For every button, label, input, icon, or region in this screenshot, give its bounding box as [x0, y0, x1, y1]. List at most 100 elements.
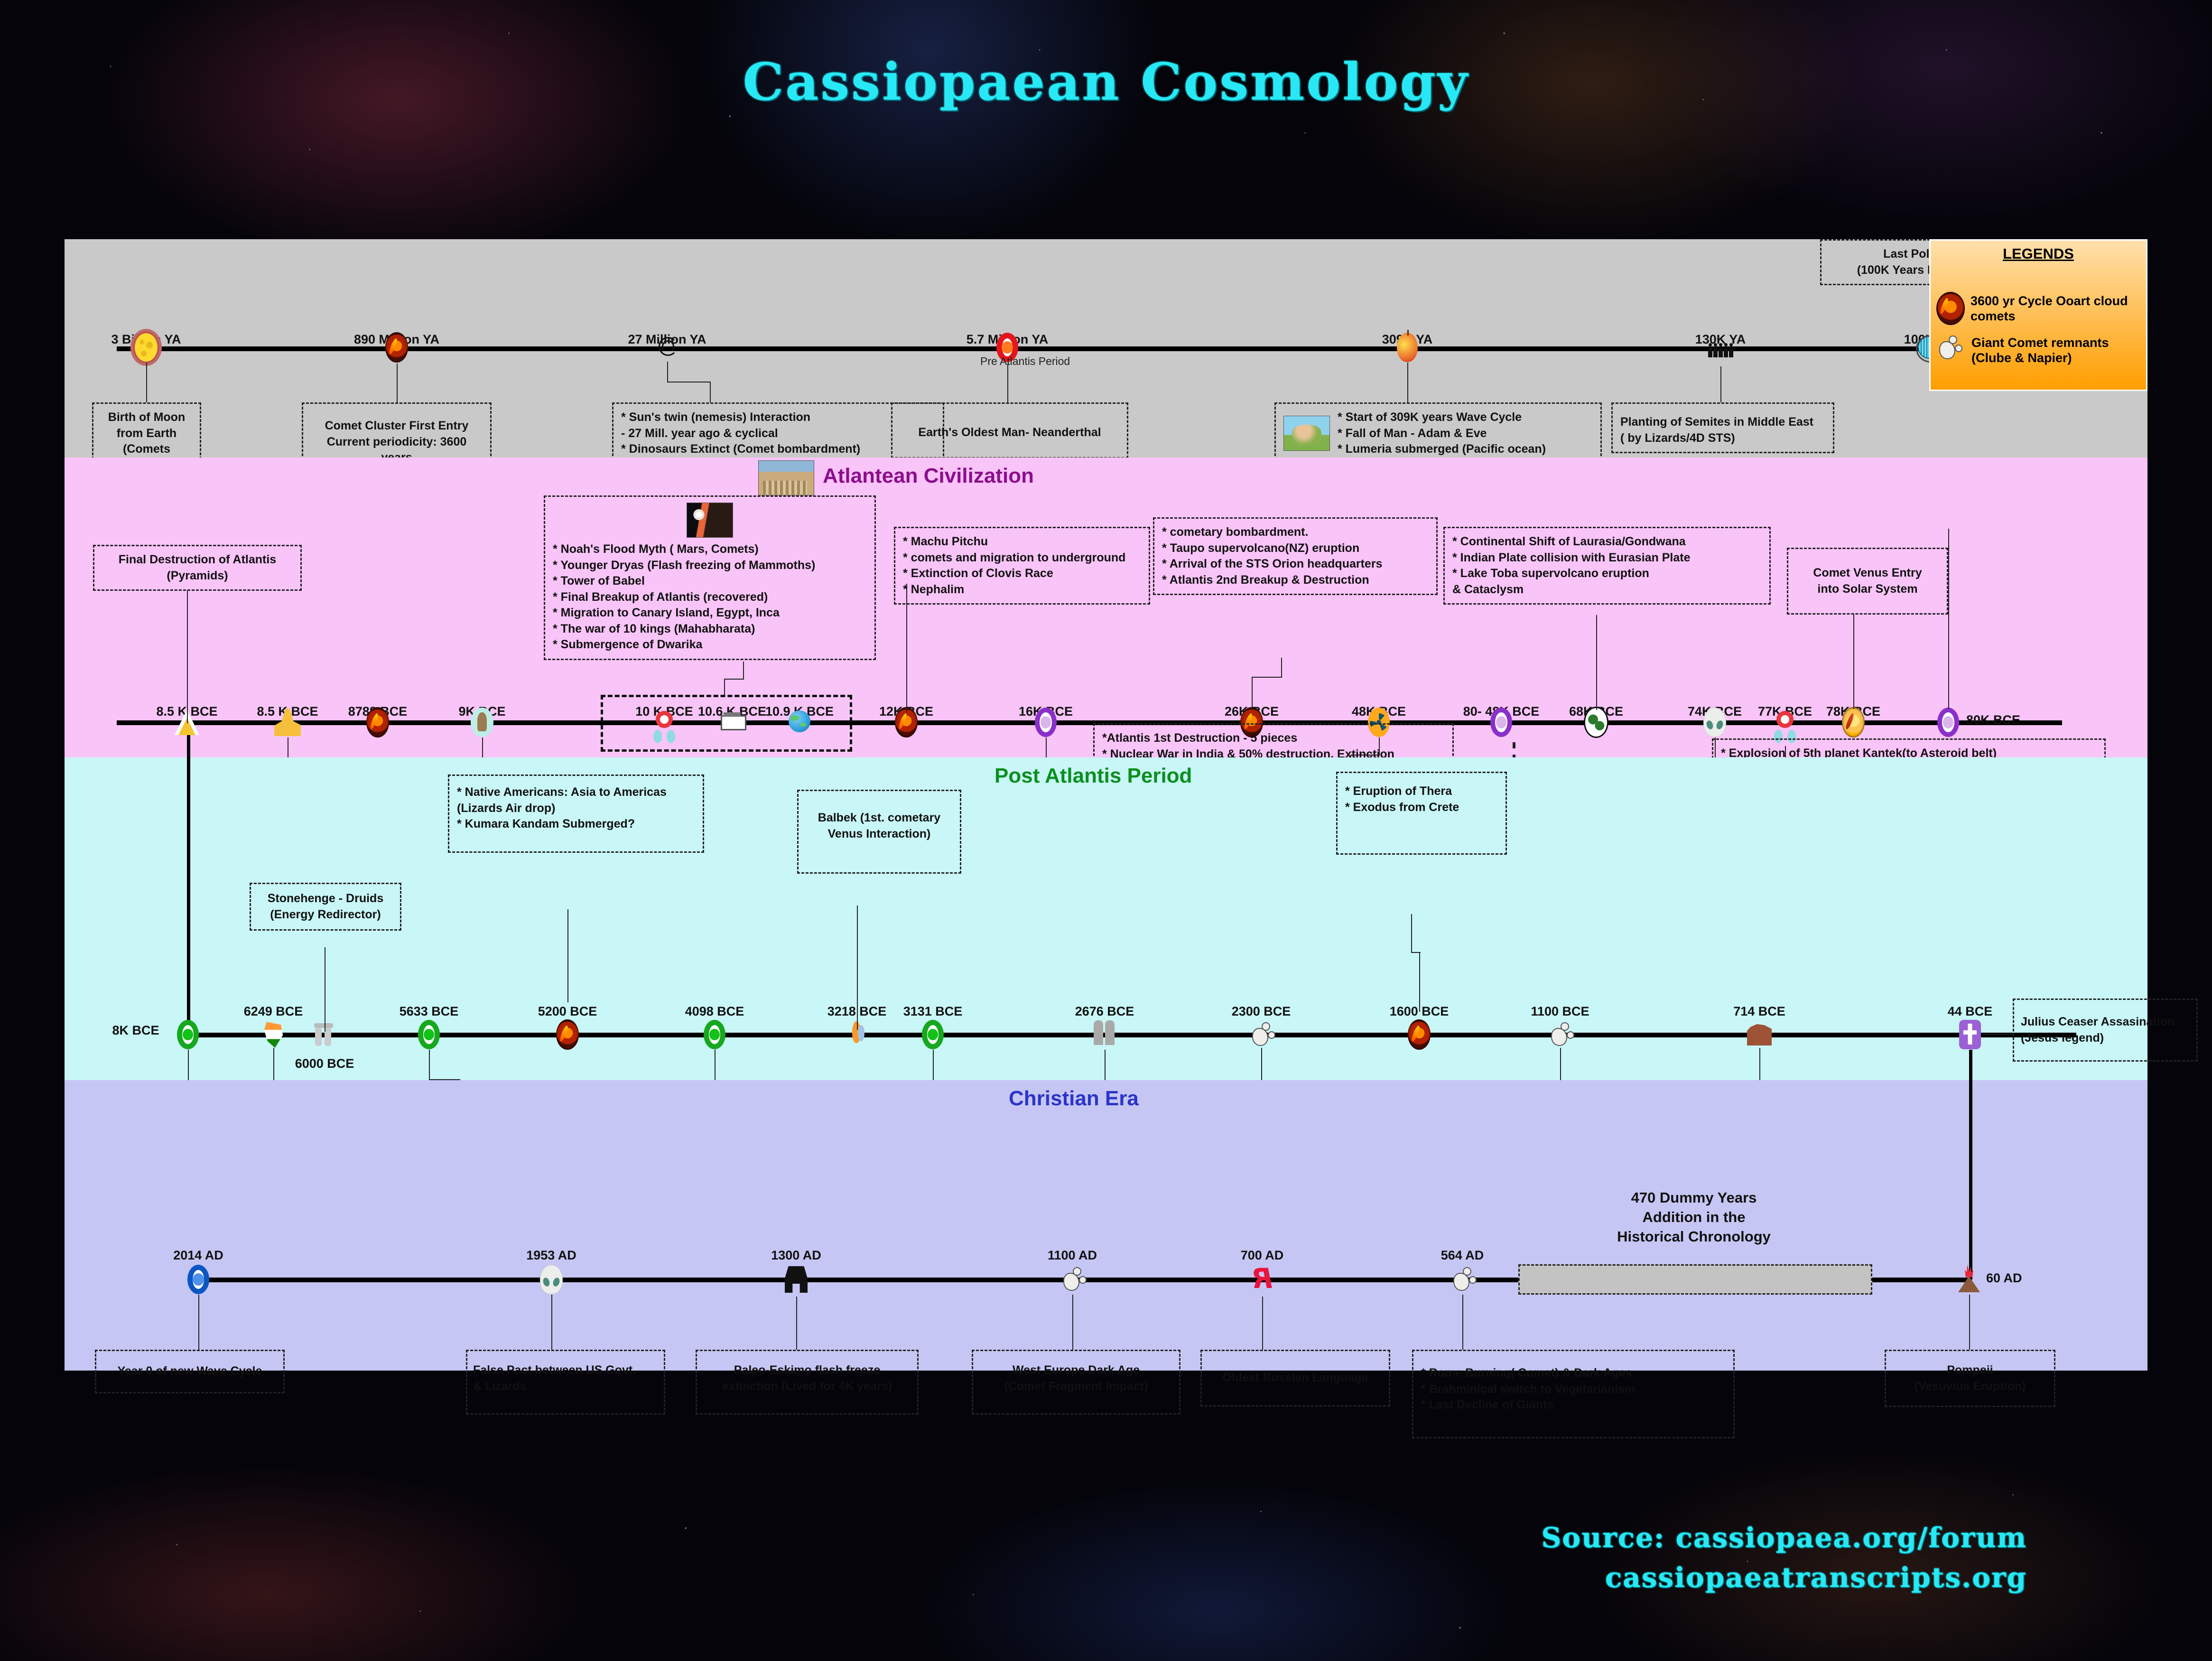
green-ring-icon — [418, 1020, 440, 1049]
blue-ring-icon — [187, 1265, 209, 1294]
leader-line — [667, 382, 710, 383]
leader-line — [187, 590, 188, 723]
spiral-icon — [656, 335, 678, 360]
sphinx-icon — [274, 709, 301, 736]
leader-line — [1853, 614, 1854, 709]
info-box-rome-burning: * Rome Burning( Comet) & Dark Ages * Bra… — [1412, 1350, 1735, 1438]
leader-line — [1261, 1048, 1262, 1101]
comet-icon — [1408, 1019, 1431, 1050]
leader-line — [429, 1050, 430, 1079]
legend-panel: LEGENDS 3600 yr Cycle Ooart cloud comets… — [1929, 239, 2147, 391]
info-box-pompeii: Pompeii (Vesuvius Eruption) — [1885, 1350, 2055, 1407]
leader-line — [1072, 1295, 1073, 1350]
leader-line — [796, 1297, 797, 1350]
leader-line — [906, 584, 907, 712]
green-ring-icon — [922, 1020, 944, 1049]
comet-remnant-icon — [1936, 335, 1966, 366]
tick-label-80k-bce: 80K BCE — [1966, 713, 2021, 727]
comet-icon — [895, 707, 918, 737]
info-box-oldest-man: Earth's Oldest Man- Neanderthal — [891, 402, 1128, 458]
venus-comet-icon — [847, 1021, 866, 1048]
leader-line — [1281, 658, 1282, 678]
earth-icon — [1584, 707, 1608, 738]
band-christian-era: Christian Era 2014 AD Year 0 of new Wave… — [65, 1080, 2147, 1438]
info-box-julius-caesar: Julius Ceaser Assasination (Jesus legend… — [2013, 998, 2198, 1062]
timeline-axis-pre — [117, 346, 2042, 351]
info-box-false-pact: False Pact between US Govt. & Lizards — [466, 1350, 665, 1415]
leader-line — [743, 662, 744, 679]
info-box-year-zero: Year 0 of new Wave Cycle — [95, 1350, 285, 1393]
adam-and-eve-image — [1283, 416, 1330, 451]
page-title: Cassiopaean Cosmology — [743, 52, 1469, 112]
comet-remnant-icon — [1548, 1021, 1572, 1048]
planet-icon — [789, 710, 810, 732]
duo-icon — [653, 728, 675, 745]
timeline-axis-atlantean — [117, 720, 2062, 725]
leader-line — [1596, 615, 1597, 710]
band-pre-atlantis: 3 Billion YA Birth of Moon from Earth (C… — [65, 239, 2147, 480]
leader-line — [146, 363, 147, 402]
leader-line — [397, 364, 398, 403]
legend-heading: LEGENDS — [2003, 245, 2074, 262]
moai-icon — [471, 708, 493, 737]
comet-photo — [687, 503, 733, 538]
alien-icon — [540, 1265, 563, 1294]
tower-icon — [1092, 1019, 1117, 1046]
leader-line — [198, 1295, 199, 1350]
grouped-events-bracket — [601, 695, 852, 752]
christian-era-heading: Christian Era — [1009, 1087, 1139, 1110]
info-box-native-americans: * Native Americans: Asia to Americas (Li… — [448, 775, 704, 853]
coliseum-icon — [1747, 1022, 1772, 1045]
info-box-oldest-russian: Oldest Russian Language — [1200, 1350, 1390, 1407]
info-box-comet-venus-entry: Comet Venus Entry into Solar System — [1787, 548, 1948, 615]
tick-label-60-ad: 60 AD — [1986, 1271, 2022, 1285]
era-divider-line — [187, 720, 190, 757]
leader-line — [1982, 1034, 2013, 1035]
band-atlantean-civilization: Atlantean Civilization 8.5 K BCE Final D… — [65, 457, 2147, 914]
pre-atlantis-inline-label: Pre Atlantis Period — [980, 355, 1070, 367]
leader-line — [1262, 1297, 1263, 1350]
atlantean-heading: Atlantean Civilization — [823, 464, 1034, 487]
leader-line — [1948, 529, 1949, 709]
temple-icon — [719, 712, 746, 734]
info-box-machu-pitchu: * Machu Pitchu * comets and migration to… — [894, 527, 1150, 605]
leader-line — [1252, 677, 1281, 678]
leader-line — [1560, 1048, 1561, 1101]
leader-line — [1969, 1295, 1970, 1350]
info-box-noahs-flood-group: * Noah's Flood Myth ( Mars, Comets) * Yo… — [544, 495, 876, 660]
moon-icon — [133, 332, 159, 363]
radiation-icon — [1368, 708, 1390, 737]
ya-letter-icon: R — [1251, 1262, 1273, 1295]
info-box-paleo-eskimo: Paleo-Eskimo flash freeze extinction (Li… — [696, 1350, 919, 1415]
timeline-axis-post — [188, 1033, 2076, 1037]
leader-line — [429, 1079, 459, 1080]
legend-item-remnants: Giant Comet remnants (Clube & Napier) — [1931, 330, 2146, 371]
leader-line — [1715, 737, 1716, 769]
dummy-years-block — [1518, 1264, 1872, 1295]
leader-line — [1252, 677, 1253, 710]
igloo-icon — [785, 1266, 808, 1293]
purple-ring-icon — [1490, 708, 1512, 737]
leader-line — [1407, 363, 1408, 402]
leader-line — [1411, 952, 1421, 953]
comet-icon — [385, 332, 408, 363]
info-box-planting-semites: Planting of Semites in Middle East ( by … — [1611, 402, 1834, 453]
band-post-atlantis: Post Atlantis Period 8K BCE Oak Island T… — [65, 757, 2198, 1301]
comet-icon — [1240, 707, 1263, 737]
red-ring-icon — [996, 333, 1018, 362]
timeline-axis-christian — [197, 1278, 1972, 1282]
era-divider-line — [1969, 1050, 1972, 1088]
leader-line — [1462, 1295, 1463, 1350]
leader-line — [1411, 914, 1412, 953]
comet-pale-icon — [1842, 707, 1865, 737]
info-box-west-europe-dark-age: West Europe Dark Age (Comet Fragment Imp… — [972, 1350, 1180, 1415]
info-box-eruption-thera: * Eruption of Thera * Exodus from Crete — [1336, 772, 1507, 855]
leader-line — [667, 362, 668, 383]
comet-remnant-icon — [1249, 1021, 1273, 1048]
comet-remnant-icon — [1450, 1266, 1474, 1293]
dummy-years-label: 470 Dummy Years Addition in the Historic… — [1617, 1189, 1771, 1245]
leader-line — [724, 679, 744, 680]
leader-line — [1419, 952, 1420, 1012]
source-line-1: Source: cassiopaea.org/forum — [1541, 1521, 2027, 1554]
leader-line — [551, 1295, 552, 1350]
